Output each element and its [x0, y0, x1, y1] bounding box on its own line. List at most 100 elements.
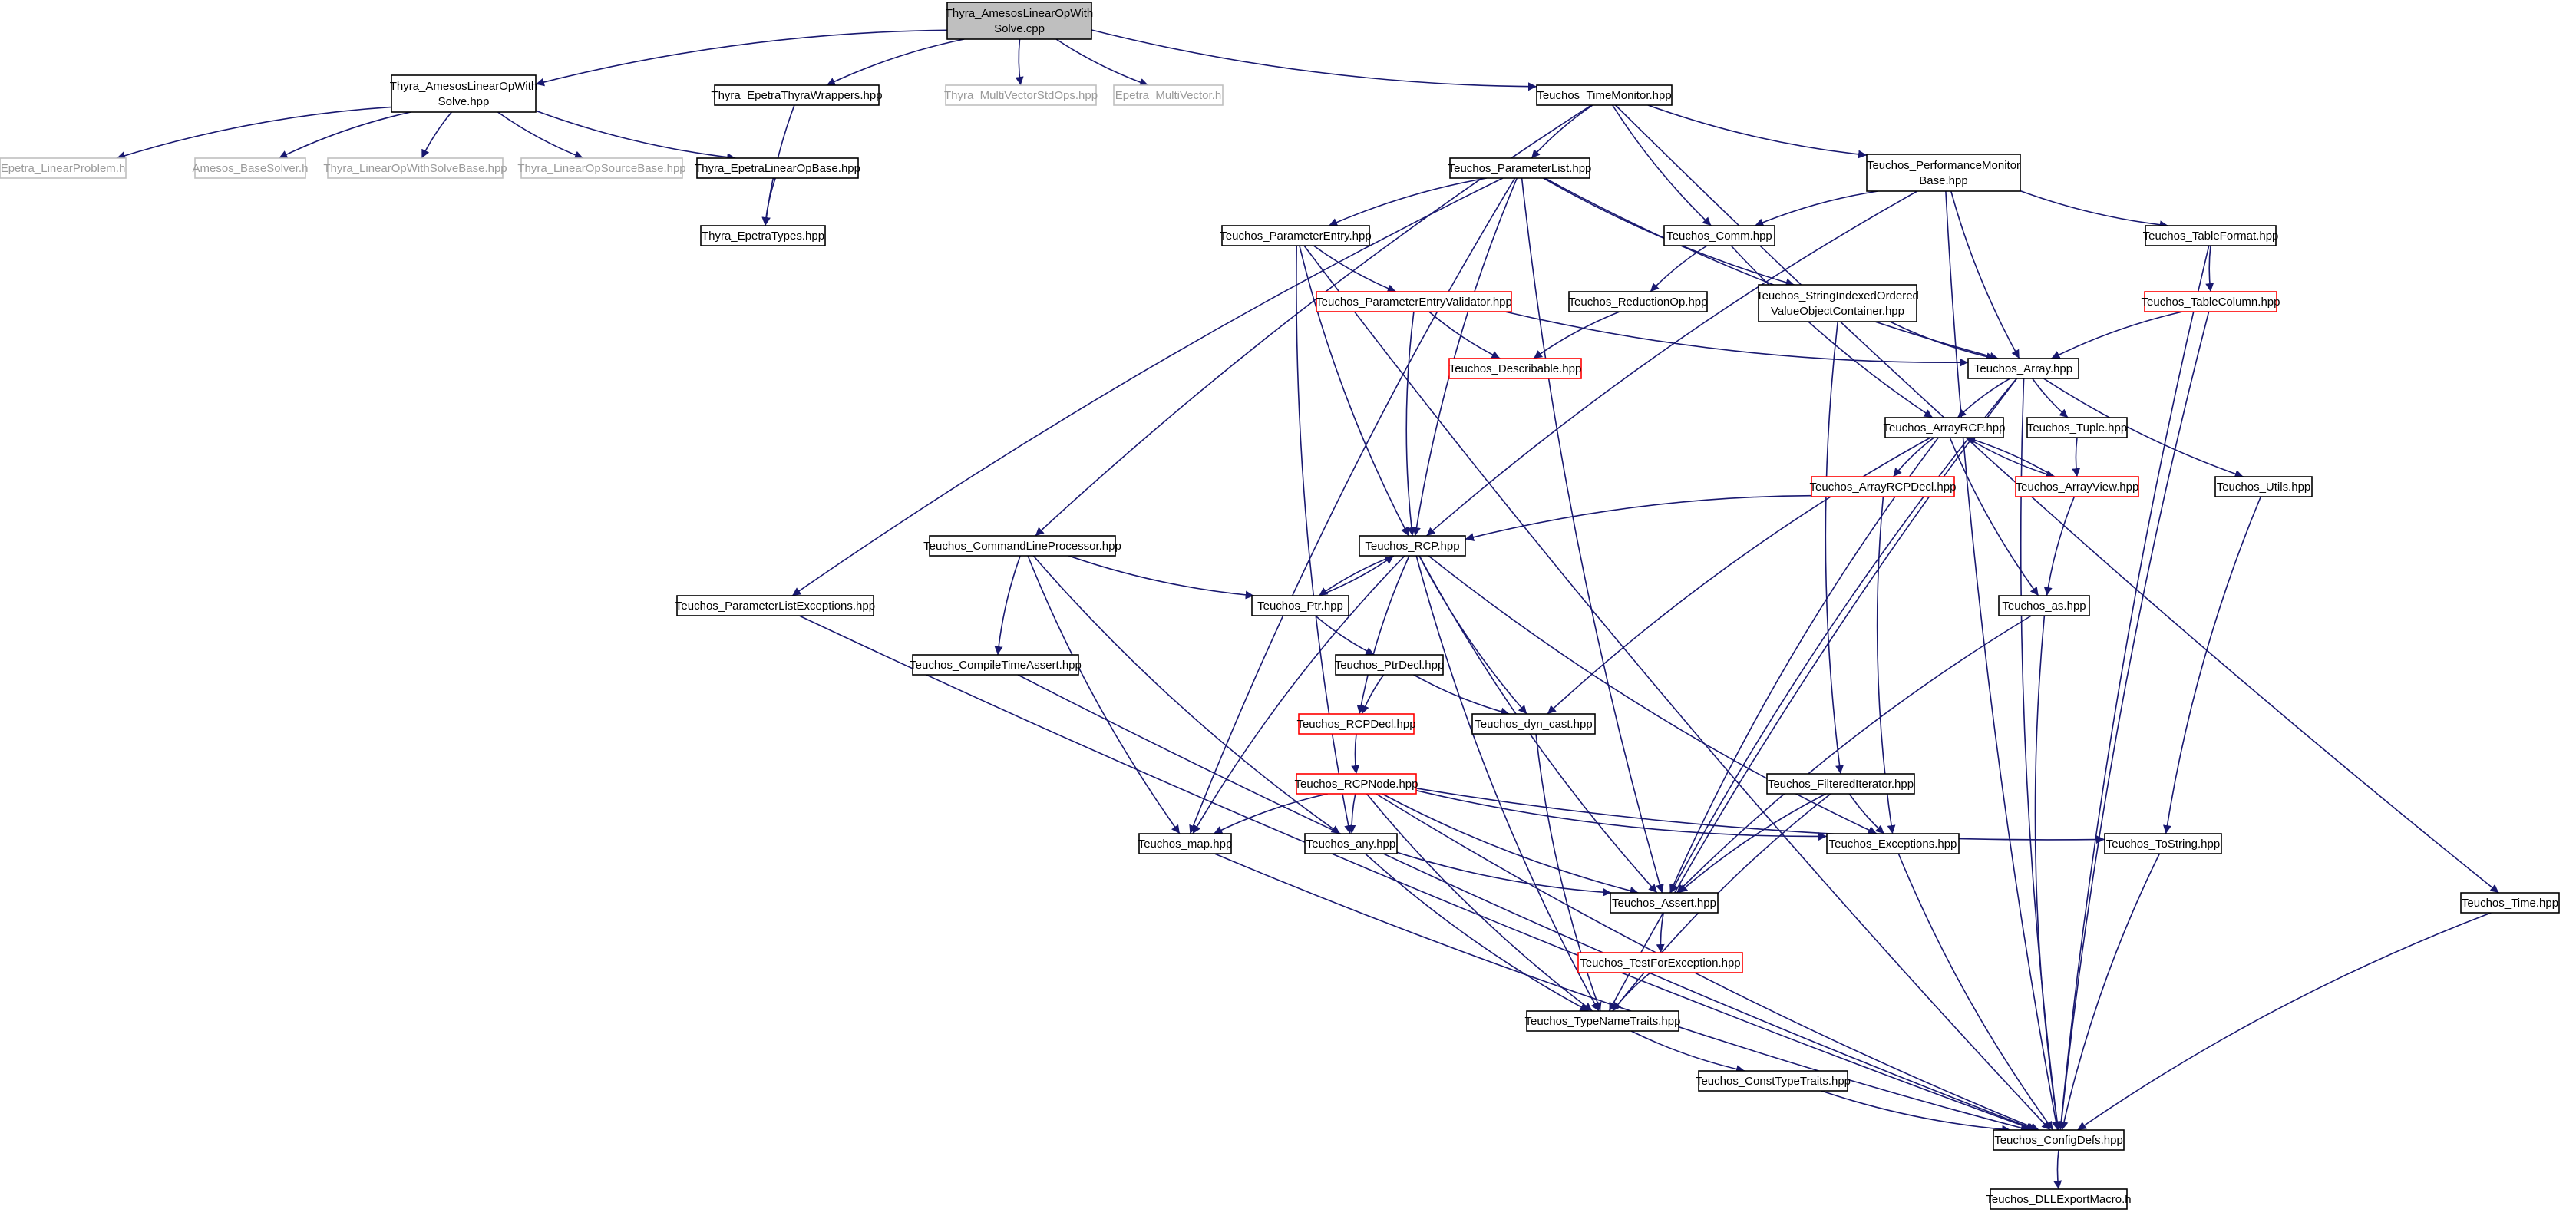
edge-teuchos-rcp-to-teuchos-ptr	[1318, 555, 1394, 596]
edge-thyra-amesos-hpp-to-epetra-linear-problem	[116, 106, 392, 160]
file-node-teuchos-table-format[interactable]: Teuchos_TableFormat.hpp	[2143, 225, 2279, 246]
edge-teuchos-any-to-teuchos-type-name-traits	[1364, 853, 1589, 1012]
edge-teuchos-parameter-list-to-teuchos-map	[1189, 177, 1516, 834]
edge-teuchos-parameter-list-to-teuchos-rcp	[1412, 177, 1518, 537]
file-node-teuchos-compile-time-assert[interactable]: Teuchos_CompileTimeAssert.hpp	[910, 654, 1082, 676]
file-node-thyra-linear-op-source-base[interactable]: Thyra_LinearOpSourceBase.hpp	[517, 157, 686, 179]
file-node-amesos-base-solver[interactable]: Amesos_BaseSolver.h	[193, 157, 309, 179]
file-node-teuchos-reduction-op[interactable]: Teuchos_ReductionOp.hpp	[1568, 291, 1708, 312]
file-node-teuchos-ptr[interactable]: Teuchos_Ptr.hpp	[1251, 595, 1349, 616]
edge-teuchos-rcp-node-to-teuchos-config-defs	[1376, 793, 2039, 1131]
file-node-label: Teuchos_Utils.hpp	[2217, 481, 2311, 494]
edge-teuchos-table-format-to-teuchos-table-column	[2205, 245, 2214, 292]
edge-teuchos-rcp-node-to-teuchos-exceptions	[1415, 789, 1828, 841]
file-node-teuchos-to-string[interactable]: Teuchos_ToString.hpp	[2104, 833, 2222, 854]
file-node-teuchos-string-indexed[interactable]: Teuchos_StringIndexedOrderedValueObjectC…	[1756, 284, 1919, 322]
file-node-teuchos-rcp-decl[interactable]: Teuchos_RCPDecl.hpp	[1296, 713, 1416, 735]
edge-teuchos-array-to-teuchos-type-name-traits	[1608, 378, 2018, 1012]
file-node-teuchos-rcp-node[interactable]: Teuchos_RCPNode.hpp	[1295, 773, 1418, 795]
file-node-label: Teuchos_RCPDecl.hpp	[1296, 718, 1415, 731]
file-node-thyra-multivector-std-ops[interactable]: Thyra_MultiVectorStdOps.hpp	[944, 84, 1098, 106]
file-node-label: Teuchos_Describable.hpp	[1449, 362, 1582, 375]
file-node-teuchos-dll-export-macro[interactable]: Teuchos_DLLExportMacro.h	[1986, 1188, 2132, 1210]
file-node-teuchos-type-name-traits[interactable]: Teuchos_TypeNameTraits.hpp	[1525, 1010, 1681, 1032]
file-node-label: Teuchos_dyn_cast.hpp	[1475, 718, 1592, 731]
file-node-label: Teuchos_ParameterEntryValidator.hpp	[1316, 296, 1512, 309]
file-node-teuchos-parameter-list-exceptions[interactable]: Teuchos_ParameterListExceptions.hpp	[675, 595, 875, 616]
file-node-teuchos-config-defs[interactable]: Teuchos_ConfigDefs.hpp	[1993, 1129, 2125, 1151]
file-node-teuchos-exceptions[interactable]: Teuchos_Exceptions.hpp	[1826, 833, 1960, 854]
file-node-box	[1448, 358, 1582, 379]
file-node-box	[676, 595, 874, 616]
edge-thyra-amesos-hpp-to-amesos-base-solver	[278, 111, 411, 159]
file-node-teuchos-tuple[interactable]: Teuchos_Tuple.hpp	[2026, 417, 2128, 438]
file-node-box	[1251, 595, 1349, 616]
file-node-teuchos-assert[interactable]: Teuchos_Assert.hpp	[1610, 892, 1719, 914]
file-node-thyra-epetra-linear-op-base[interactable]: Thyra_EpetraLinearOpBase.hpp	[695, 157, 860, 179]
file-node-label: Teuchos_DLLExportMacro.h	[1986, 1193, 2131, 1206]
file-node-label: Thyra_MultiVectorStdOps.hpp	[944, 89, 1098, 102]
file-node-teuchos-describable[interactable]: Teuchos_Describable.hpp	[1448, 358, 1582, 379]
file-node-thyra-epetra-types[interactable]: Thyra_EpetraTypes.hpp	[700, 225, 826, 246]
file-node-teuchos-time-monitor[interactable]: Teuchos_TimeMonitor.hpp	[1536, 84, 1673, 106]
file-node-box	[1316, 291, 1512, 312]
file-node-teuchos-any[interactable]: Teuchos_any.hpp	[1304, 833, 1398, 854]
edge-teuchos-parameter-entry-validator-to-teuchos-rcp	[1405, 311, 1416, 537]
file-node-teuchos-time[interactable]: Teuchos_Time.hpp	[2460, 892, 2560, 914]
file-node-teuchos-parameter-entry[interactable]: Teuchos_ParameterEntry.hpp	[1220, 225, 1372, 246]
file-node-teuchos-parameter-entry-validator[interactable]: Teuchos_ParameterEntryValidator.hpp	[1316, 291, 1512, 312]
file-node-teuchos-utils[interactable]: Teuchos_Utils.hpp	[2214, 476, 2313, 497]
file-node-teuchos-rcp[interactable]: Teuchos_RCP.hpp	[1359, 535, 1466, 557]
file-node-box	[1335, 654, 1444, 676]
file-node-box	[1811, 476, 1955, 497]
edge-root-to-teuchos-time-monitor	[1091, 29, 1537, 91]
edge-teuchos-utils-to-teuchos-to-string	[2162, 496, 2262, 834]
file-node-box	[696, 157, 859, 179]
file-node-label: Epetra_LinearProblem.h	[1, 162, 126, 175]
edge-teuchos-parameter-entry-validator-to-teuchos-describable	[1428, 311, 1501, 359]
file-node-teuchos-dyn-cast[interactable]: Teuchos_dyn_cast.hpp	[1471, 713, 1596, 735]
file-node-teuchos-array[interactable]: Teuchos_Array.hpp	[1967, 358, 2079, 379]
file-node-label: Teuchos_Exceptions.hpp	[1829, 838, 1957, 851]
edge-teuchos-any-to-teuchos-assert	[1396, 851, 1612, 897]
file-node-teuchos-comm[interactable]: Teuchos_Comm.hpp	[1663, 225, 1775, 246]
file-node-teuchos-table-column[interactable]: Teuchos_TableColumn.hpp	[2142, 291, 2280, 312]
file-node-box	[1568, 291, 1708, 312]
file-node-box	[1359, 535, 1466, 557]
edge-teuchos-array-rcp-to-teuchos-assert	[1669, 437, 1939, 894]
edge-teuchos-array-to-teuchos-array-rcp	[1957, 378, 2010, 418]
file-node-epetra-linear-problem[interactable]: Epetra_LinearProblem.h	[0, 157, 127, 179]
edge-teuchos-parameter-entry-to-teuchos-config-defs	[1303, 245, 2051, 1131]
file-node-teuchos-test-for-exception[interactable]: Teuchos_TestForException.hpp	[1577, 952, 1743, 973]
file-node-teuchos-array-rcp-decl[interactable]: Teuchos_ArrayRCPDecl.hpp	[1810, 476, 1957, 497]
file-node-teuchos-parameter-list[interactable]: Teuchos_ParameterList.hpp	[1448, 157, 1592, 179]
edge-teuchos-tuple-to-teuchos-array-view	[2072, 437, 2081, 477]
edge-teuchos-parameter-entry-validator-to-teuchos-array	[1504, 311, 1969, 367]
file-node-teuchos-array-rcp[interactable]: Teuchos_ArrayRCP.hpp	[1884, 417, 2006, 438]
file-node-teuchos-filtered-iterator[interactable]: Teuchos_FilteredIterator.hpp	[1766, 773, 1915, 795]
file-node-teuchos-as[interactable]: Teuchos_as.hpp	[1998, 595, 2090, 616]
file-node-box	[1526, 1010, 1679, 1032]
file-node-label: Teuchos_FilteredIterator.hpp	[1768, 778, 1914, 791]
file-node-teuchos-ptr-decl[interactable]: Teuchos_PtrDecl.hpp	[1335, 654, 1445, 676]
edge-teuchos-rcp-node-to-teuchos-any	[1347, 793, 1356, 834]
file-node-thyra-linear-op-with-solve-base[interactable]: Thyra_LinearOpWithSolveBase.hpp	[323, 157, 507, 179]
edge-thyra-amesos-hpp-to-thyra-linear-op-source-base	[497, 111, 584, 160]
file-node-epetra-thyra-wrappers[interactable]: Thyra_EpetraThyraWrappers.hpp	[711, 84, 883, 106]
file-node-epetra-multivector[interactable]: Epetra_MultiVector.h	[1113, 84, 1224, 106]
edge-teuchos-parameter-list-to-teuchos-parameter-list-exceptions	[791, 177, 1504, 596]
edge-teuchos-time-monitor-to-teuchos-time	[1615, 104, 2499, 894]
file-node-teuchos-const-type-traits[interactable]: Teuchos_ConstTypeTraits.hpp	[1696, 1070, 1851, 1092]
file-node-box	[2214, 476, 2313, 497]
file-node-teuchos-map[interactable]: Teuchos_map.hpp	[1138, 833, 1233, 854]
file-node-label: Teuchos_map.hpp	[1138, 838, 1233, 851]
file-node-label: Thyra_AmesosLinearOpWith	[390, 80, 538, 93]
edge-teuchos-array-to-teuchos-tuple	[2032, 378, 2069, 418]
file-node-box	[1766, 773, 1915, 795]
file-node-box	[520, 157, 683, 179]
file-node-teuchos-command-line-processor[interactable]: Teuchos_CommandLineProcessor.hpp	[923, 535, 1121, 557]
file-node-teuchos-array-view[interactable]: Teuchos_ArrayView.hpp	[2015, 476, 2139, 497]
